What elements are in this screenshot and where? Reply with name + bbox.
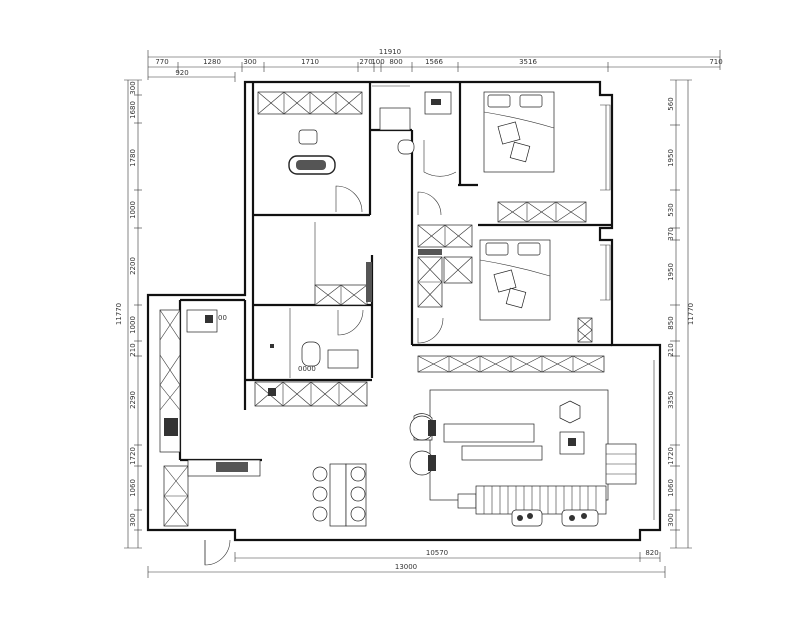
top-dim-row2: 920 bbox=[175, 69, 188, 77]
right-dimension-lines bbox=[670, 79, 692, 549]
left-dim-10: 1060 bbox=[129, 479, 137, 497]
center-storage bbox=[314, 222, 372, 306]
top-dim-9: 3516 bbox=[519, 58, 537, 66]
bath-vanity-label: 0000 bbox=[298, 365, 316, 373]
right-dim-8: 3350 bbox=[667, 391, 675, 409]
kitchen-counter bbox=[159, 309, 181, 453]
dining-table-left bbox=[329, 463, 347, 527]
top-dim-6: 100 bbox=[371, 58, 384, 66]
right-dim-7: 210 bbox=[667, 343, 675, 356]
left-dim-2: 1680 bbox=[129, 101, 137, 119]
left-dim-5: 2200 bbox=[129, 257, 137, 275]
study-room bbox=[257, 91, 363, 175]
right-dim-11: 300 bbox=[667, 513, 675, 526]
right-dim-10: 1060 bbox=[667, 479, 675, 497]
bottom-dimension-lines bbox=[147, 552, 666, 578]
wc-toilet-icon bbox=[397, 139, 415, 155]
top-dim-4: 1710 bbox=[301, 58, 319, 66]
left-dim-9: 1720 bbox=[129, 447, 137, 465]
right-dim-2: 1950 bbox=[667, 149, 675, 167]
living-bench bbox=[475, 485, 607, 515]
left-dim-3: 1780 bbox=[129, 149, 137, 167]
left-total-dimension: 11770 bbox=[115, 303, 123, 325]
bottom-side-dimension: 820 bbox=[645, 549, 658, 557]
right-dim-4: 370 bbox=[667, 227, 675, 240]
master-nightchair-icon bbox=[497, 121, 521, 145]
bottom-total-dimension: 13000 bbox=[395, 563, 417, 571]
top-dim-8: 1566 bbox=[425, 58, 443, 66]
top-dim-10: 710 bbox=[709, 58, 722, 66]
left-dim-8: 2290 bbox=[129, 391, 137, 409]
kitchen: 00 bbox=[159, 309, 368, 527]
bottom-inner-dimension: 10570 bbox=[426, 549, 448, 557]
left-dimension-lines bbox=[124, 79, 142, 549]
bathroom-two: 0000 bbox=[270, 308, 359, 378]
top-dim-3: 300 bbox=[243, 58, 256, 66]
second-bedroom bbox=[417, 224, 611, 343]
bath-sink-icon bbox=[327, 349, 359, 369]
wc-top bbox=[379, 91, 452, 155]
exterior-walls bbox=[146, 80, 662, 542]
top-dim-2: 1280 bbox=[203, 58, 221, 66]
plant-right-icon bbox=[561, 509, 599, 527]
top-total-dimension: 11910 bbox=[379, 48, 401, 56]
right-total-dimension: 11770 bbox=[687, 303, 695, 325]
right-dim-1: 560 bbox=[667, 97, 675, 110]
top-dimension-lines bbox=[147, 50, 721, 82]
living-room bbox=[409, 389, 637, 527]
left-dim-7: 210 bbox=[129, 343, 137, 356]
left-dim-6: 1000 bbox=[129, 316, 137, 334]
left-dim-11: 300 bbox=[129, 513, 137, 526]
study-chair-icon bbox=[298, 129, 318, 145]
dining-chair-icon bbox=[312, 466, 328, 482]
top-dim-5: 270 bbox=[359, 58, 372, 66]
top-dim-7: 800 bbox=[389, 58, 402, 66]
second-side-table bbox=[577, 317, 593, 343]
left-dim-1: 300 bbox=[129, 81, 137, 94]
right-dim-9: 1720 bbox=[667, 447, 675, 465]
wc-storage bbox=[379, 107, 411, 131]
right-dim-5: 1950 bbox=[667, 263, 675, 281]
door-swings bbox=[204, 140, 457, 566]
coffee-table bbox=[443, 423, 535, 443]
kitchen-appliance-label: 00 bbox=[218, 314, 227, 322]
kitchen-stove-icon bbox=[164, 418, 178, 436]
second-chair-icon bbox=[493, 269, 517, 293]
side-table-icon bbox=[559, 400, 581, 424]
master-bedroom bbox=[483, 91, 611, 223]
right-dim-3: 530 bbox=[667, 203, 675, 216]
plant-left-icon bbox=[511, 509, 543, 527]
left-dim-4: 1000 bbox=[129, 201, 137, 219]
top-dim-1: 770 bbox=[155, 58, 168, 66]
bath-toilet-icon bbox=[301, 341, 321, 367]
dining-area bbox=[312, 463, 367, 527]
corridor-cabinet-row bbox=[417, 355, 605, 373]
right-dim-6: 850 bbox=[667, 316, 675, 329]
